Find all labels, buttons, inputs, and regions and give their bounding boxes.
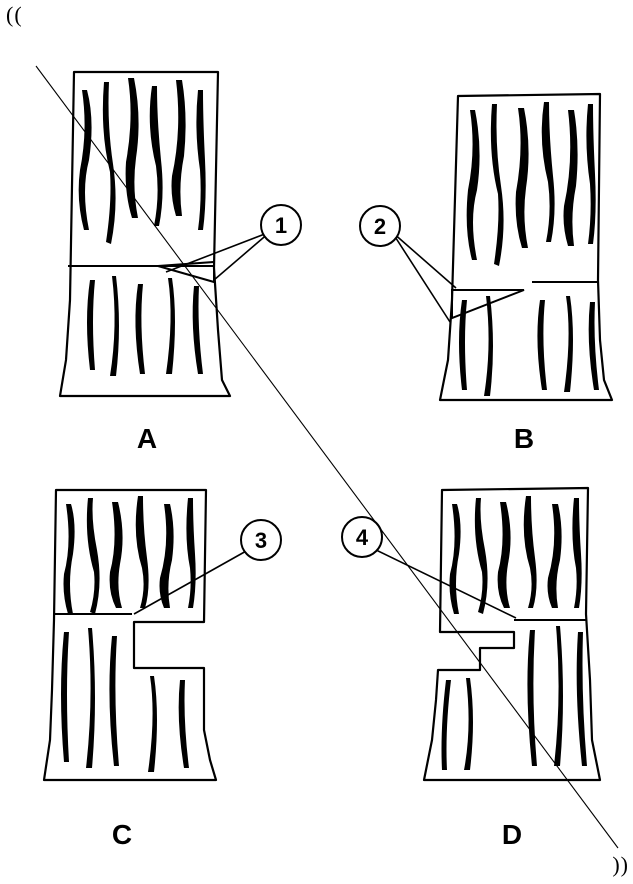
leader-line-b-2 — [391, 231, 451, 323]
panel-label-d: D — [502, 819, 522, 850]
panel-a: 1 A — [58, 70, 302, 454]
panel-label-b: B — [514, 423, 534, 454]
panel-c: 3 C — [42, 488, 282, 850]
callout-number-4: 4 — [356, 525, 369, 550]
leader-line-b-1 — [391, 231, 457, 289]
callout-number-2: 2 — [374, 214, 386, 239]
leader-line-d — [371, 547, 517, 619]
callout-circle-a — [260, 204, 302, 246]
bark-texture-c — [61, 496, 196, 772]
callout-circle-c — [240, 519, 282, 561]
face-notch-b — [451, 289, 525, 320]
trunk-c — [42, 488, 218, 782]
bark-texture-a — [78, 78, 206, 376]
leader-line-a-2 — [213, 231, 271, 281]
panel-d: 4 D — [341, 486, 602, 850]
leader-line-c — [133, 549, 249, 615]
corner-mark-bottom-right: )) — [612, 852, 629, 877]
callout-circle-d — [341, 516, 383, 558]
callout-circle-b — [359, 205, 401, 247]
trunk-a — [58, 70, 232, 398]
leader-line-a-1 — [165, 231, 271, 273]
bark-texture-d — [441, 496, 587, 770]
callout-number-1: 1 — [275, 213, 287, 238]
panel-label-c: C — [112, 819, 132, 850]
panel-label-a: A — [137, 423, 157, 454]
corner-mark-top-left: (( — [6, 2, 23, 27]
callout-number-3: 3 — [255, 528, 267, 553]
panel-b: 2 B — [359, 92, 614, 454]
diagonal-line — [35, 65, 619, 849]
bark-texture-b — [459, 102, 599, 396]
